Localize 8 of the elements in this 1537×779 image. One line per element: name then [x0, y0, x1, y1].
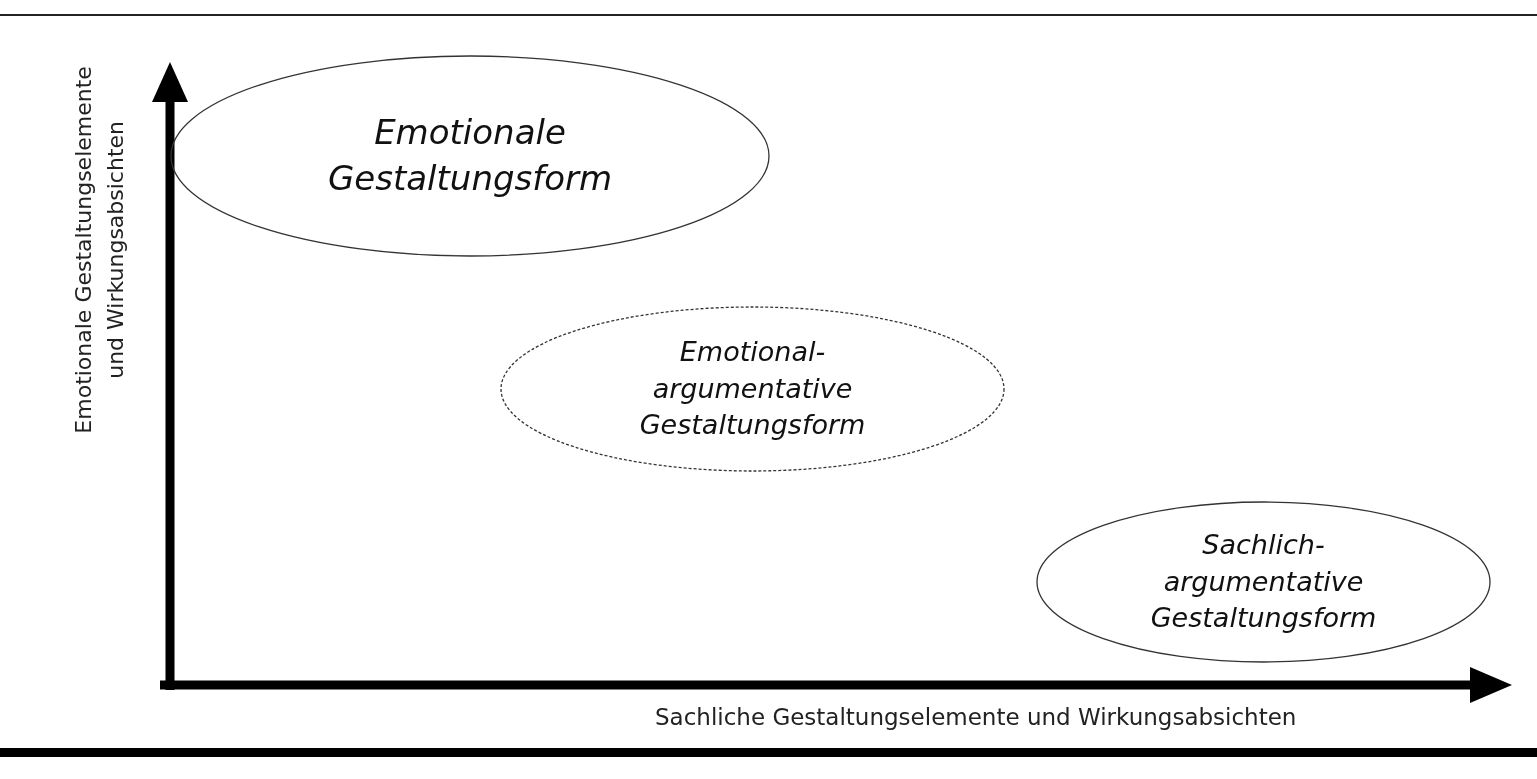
- ellipse-node: [500, 306, 1005, 472]
- node-label: Sachlich-argumentative Gestaltungsform: [1149, 528, 1378, 636]
- ellipse-node: [170, 55, 770, 257]
- node-label: Emotional-argumentative Gestaltungsform: [638, 335, 867, 443]
- axis-label: Emotionale Gestaltungselemente und Wirkungsabsichten: [70, 65, 129, 436]
- ellipse-node: [1036, 501, 1491, 663]
- node-label: Emotionale Gestaltungsform: [326, 111, 614, 200]
- axis-label: Sachliche Gestaltungselemente und Wirkungsabsichten: [655, 704, 1297, 730]
